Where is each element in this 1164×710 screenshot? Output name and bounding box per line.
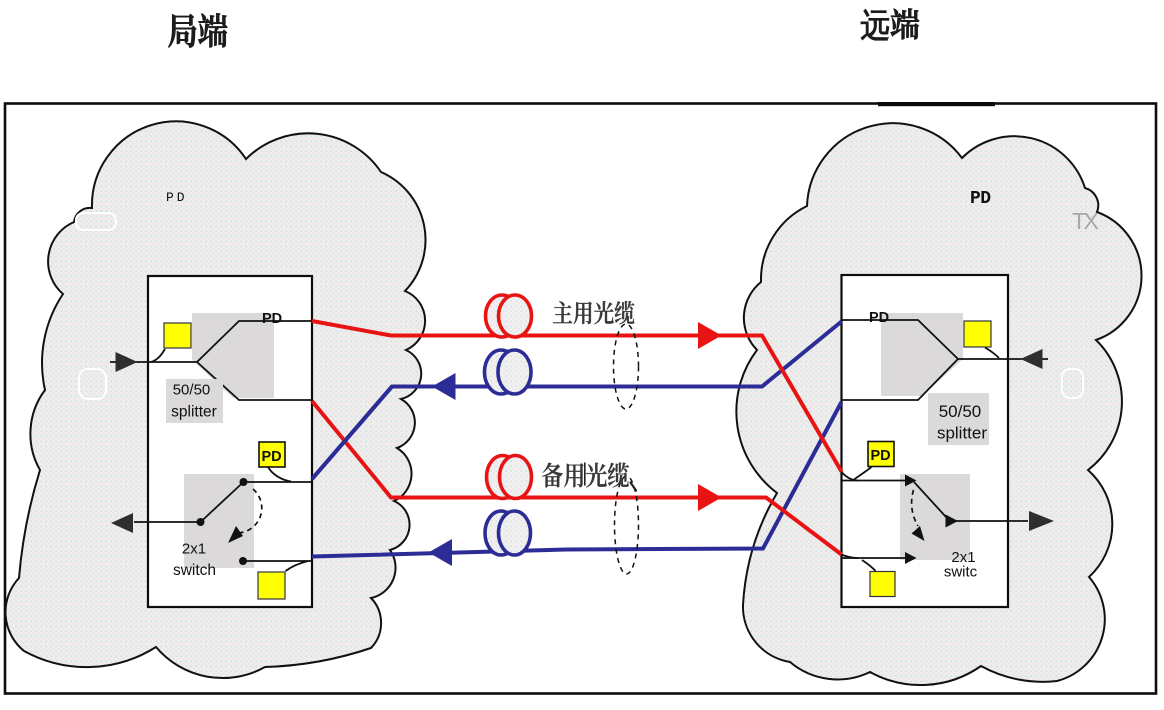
svg-text:50/50: 50/50 [939, 402, 982, 421]
svg-text:splitter: splitter [937, 424, 987, 443]
svg-text:splitter: splitter [171, 404, 217, 421]
svg-text:TX: TX [1072, 208, 1099, 234]
svg-text:PD: PD [262, 449, 282, 465]
svg-text:PD: PD [970, 189, 991, 209]
svg-text:50/50: 50/50 [173, 382, 211, 399]
svg-text:PD: PD [262, 311, 282, 327]
svg-text:2x1: 2x1 [182, 541, 206, 558]
svg-text:switc: switc [944, 564, 978, 581]
svg-text:PD: PD [869, 310, 889, 326]
svg-text:PD: PD [166, 190, 188, 205]
svg-text:switch: switch [173, 562, 216, 579]
svg-text:2x1: 2x1 [951, 549, 975, 566]
svg-text:PD: PD [871, 448, 891, 464]
